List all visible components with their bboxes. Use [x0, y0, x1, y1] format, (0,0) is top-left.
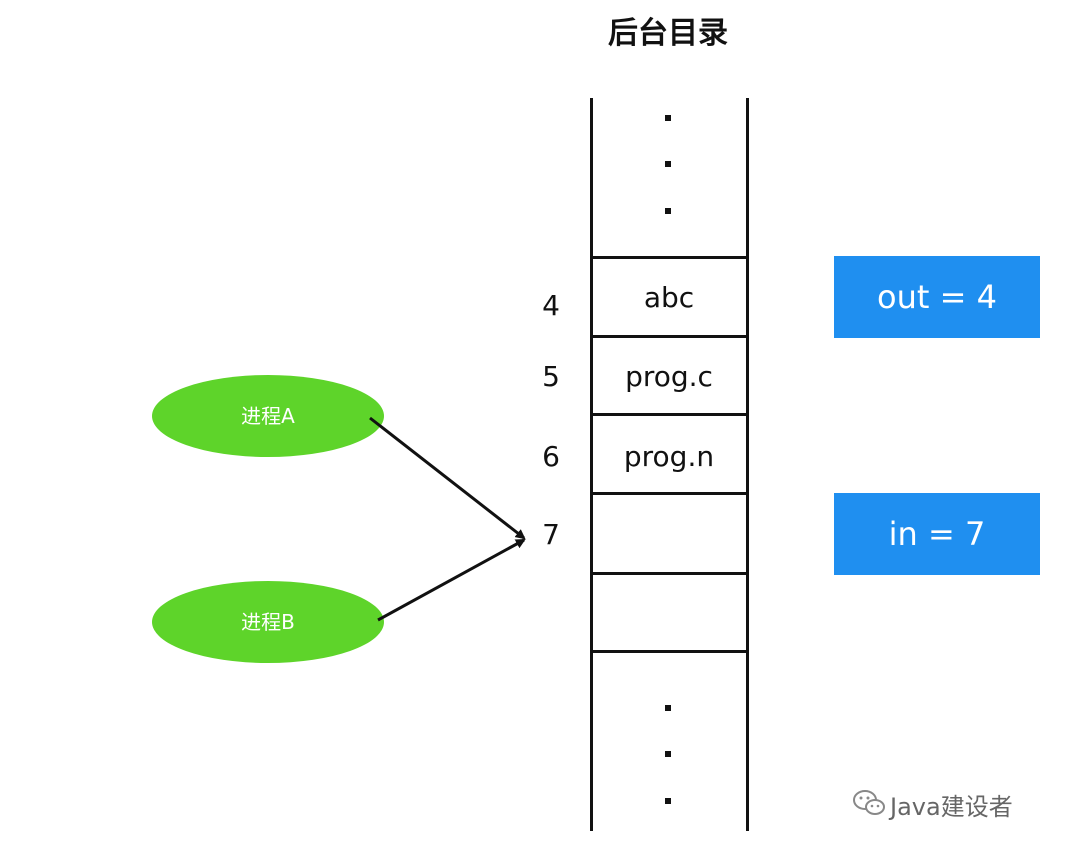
slot-divider [590, 650, 748, 653]
process-b-ellipse: 进程B [152, 581, 384, 663]
watermark-text: Java建设者 [890, 793, 1013, 821]
slot-divider [590, 572, 748, 575]
slot-index-7: 7 [542, 518, 560, 551]
in-pointer-box: in = 7 [834, 493, 1040, 575]
out-pointer-box: out = 4 [834, 256, 1040, 338]
ellipsis-dot-top-3 [665, 208, 671, 214]
diagram-title: 后台目录 [608, 16, 728, 51]
ellipsis-dot-bottom-2 [665, 751, 671, 757]
slot-divider [590, 492, 748, 495]
arrow-process-b-to-slot-7 [377, 538, 526, 622]
slot-4-content: abc [643, 281, 695, 314]
directory-left-border [590, 98, 593, 831]
ellipsis-dot-bottom-1 [665, 705, 671, 711]
slot-5-content: prog.c [625, 360, 713, 393]
slot-divider [590, 256, 748, 259]
slot-index-5: 5 [542, 360, 560, 393]
ellipsis-dot-bottom-3 [665, 798, 671, 804]
directory-right-border [746, 98, 749, 831]
slot-divider [590, 335, 748, 338]
slot-index-4: 4 [542, 289, 560, 322]
process-a-ellipse: 进程A [152, 375, 384, 457]
arrow-process-a-to-slot-7 [369, 416, 526, 540]
slot-divider [590, 413, 748, 416]
ellipsis-dot-top-1 [665, 115, 671, 121]
watermark: Java建设者 [852, 788, 1013, 828]
wechat-icon [852, 788, 886, 828]
slot-index-6: 6 [542, 440, 560, 473]
ellipsis-dot-top-2 [665, 161, 671, 167]
slot-6-content: prog.n [623, 440, 715, 473]
